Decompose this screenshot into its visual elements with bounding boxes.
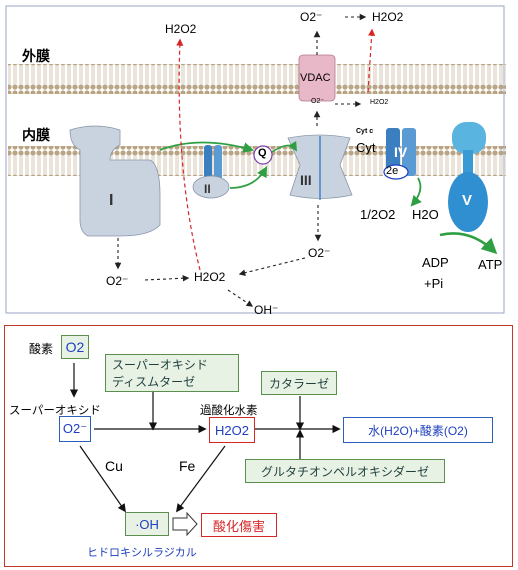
o2m-top: O2⁻ — [300, 10, 323, 24]
h2o2-text: H2O2 — [215, 422, 249, 438]
fe-label: Fe — [179, 458, 196, 474]
o2m-vdac-small: O2⁻ — [311, 98, 325, 105]
outer-membrane — [8, 64, 506, 94]
oxidative-damage-box: 酸化傷害 — [201, 513, 277, 537]
cu-label: Cu — [105, 458, 123, 474]
h2o2-box: H2O2 — [209, 417, 255, 443]
vdac-label: VDAC — [300, 72, 331, 84]
arrow-fe — [176, 445, 226, 513]
water-oxygen-box: 水(H2O)+酸素(O2) — [343, 417, 493, 443]
arrow-q-to-iii — [271, 140, 297, 153]
arrow-h2o2-to-ohm — [227, 289, 254, 307]
arrow-to-damage — [172, 511, 198, 537]
complex-ii-label: II — [204, 182, 211, 196]
inner-membrane-label: 内膜 — [22, 127, 50, 143]
o2m-left: O2⁻ — [106, 274, 129, 288]
complex-v-label: V — [462, 192, 473, 209]
o2-text: O2 — [65, 339, 85, 355]
hydroxyl-radical-label: ヒドロキシルラジカル — [87, 547, 197, 559]
adp-label: ADP — [422, 255, 449, 270]
sod-line2: ディスムターゼ — [112, 375, 196, 389]
complex-iv-label: IV — [394, 144, 408, 160]
atp-label: ATP — [478, 257, 503, 272]
two-e-label: 2e — [386, 165, 399, 177]
mitochondria-diagram — [5, 5, 506, 314]
complex-ii-base — [192, 175, 230, 199]
sod-line1: スーパーオキシド — [112, 358, 208, 372]
h2o2-top: H2O2 — [372, 10, 404, 24]
complex-i-label: I — [109, 192, 114, 209]
catalase-text: カタラーゼ — [268, 376, 329, 391]
gpx-box: グルタチオンペルオキシダーゼ — [245, 459, 445, 483]
arrow-iv-to-water — [410, 177, 422, 207]
sod-box: スーパーオキシド ディスムターゼ — [105, 354, 239, 392]
complex-v-stalk — [463, 150, 473, 174]
arrow-cu — [79, 445, 126, 513]
catalase-box: カタラーゼ — [261, 371, 337, 395]
arrow-o2m-right-to-h2o2 — [238, 257, 306, 276]
oh-radical-text: ·OH — [135, 516, 159, 532]
arrow-ii-to-q — [229, 166, 268, 189]
o2m-box: O2⁻ — [59, 416, 91, 442]
complex-v-head — [448, 172, 488, 232]
two-e-ellipse — [383, 164, 409, 180]
h2o-label: H2O — [412, 207, 439, 222]
complex-i — [69, 125, 161, 237]
complex-iv-b — [402, 128, 416, 176]
o2m-text: O2⁻ — [62, 421, 88, 436]
h2o2-mid: H2O2 — [194, 270, 226, 284]
spacer2 — [322, 12, 356, 45]
oxygen-label: 酸素 — [29, 342, 54, 356]
mitochondria-panel: 外膜 内膜 I II III IV V Q Cyt c Cyt 2e VDAC … — [5, 5, 506, 317]
superoxide-label: スーパーオキシド — [9, 405, 101, 417]
arrow-o2m-to-h2o2 — [144, 274, 190, 282]
arrow-vdac-h2o2 — [367, 28, 376, 93]
water-oxygen-text: 水(H2O)+酸素(O2) — [368, 423, 468, 438]
complex-ii-b — [214, 145, 222, 181]
o2m-right: O2⁻ — [308, 246, 331, 260]
cyt-label: Cyt — [356, 140, 376, 155]
o2-box: O2 — [61, 335, 89, 359]
label-bg-outer — [15, 14, 165, 40]
complex-ii-a — [204, 145, 212, 181]
oh-radical-box: ·OH — [125, 512, 169, 536]
ohm-label: OH⁻ — [254, 303, 279, 317]
outer-membrane-label: 外膜 — [22, 48, 50, 64]
oxidative-damage-text: 酸化傷害 — [212, 518, 265, 534]
spacer3 — [320, 22, 370, 48]
ros-pathway-arrows — [69, 363, 341, 537]
gpx-text: グルタチオンペルオキシダーゼ — [260, 464, 429, 479]
arrow-adp-to-atp — [439, 232, 498, 255]
h2o2-label: 過酸化水素 — [200, 405, 258, 417]
arrow-i-to-q — [159, 141, 255, 153]
h2o2-topleft: H2O2 — [165, 22, 197, 36]
h2o2-vdac-small: H2O2 — [370, 99, 389, 106]
q-label: Q — [258, 147, 267, 159]
complex-iv-a — [386, 128, 400, 176]
ros-pathway-panel: 酸素 O2 スーパーオキシド O2⁻ スーパーオキシド ディスムターゼ 過酸化水… — [4, 325, 513, 567]
half-o2-label: 1/2O2 — [360, 207, 396, 222]
pi-label: +Pi — [424, 276, 444, 291]
complex-v-top — [452, 122, 486, 154]
cytc-small-label: Cyt c — [356, 128, 374, 135]
complex-iii-label: III — [300, 172, 312, 188]
q-circle — [253, 145, 273, 165]
